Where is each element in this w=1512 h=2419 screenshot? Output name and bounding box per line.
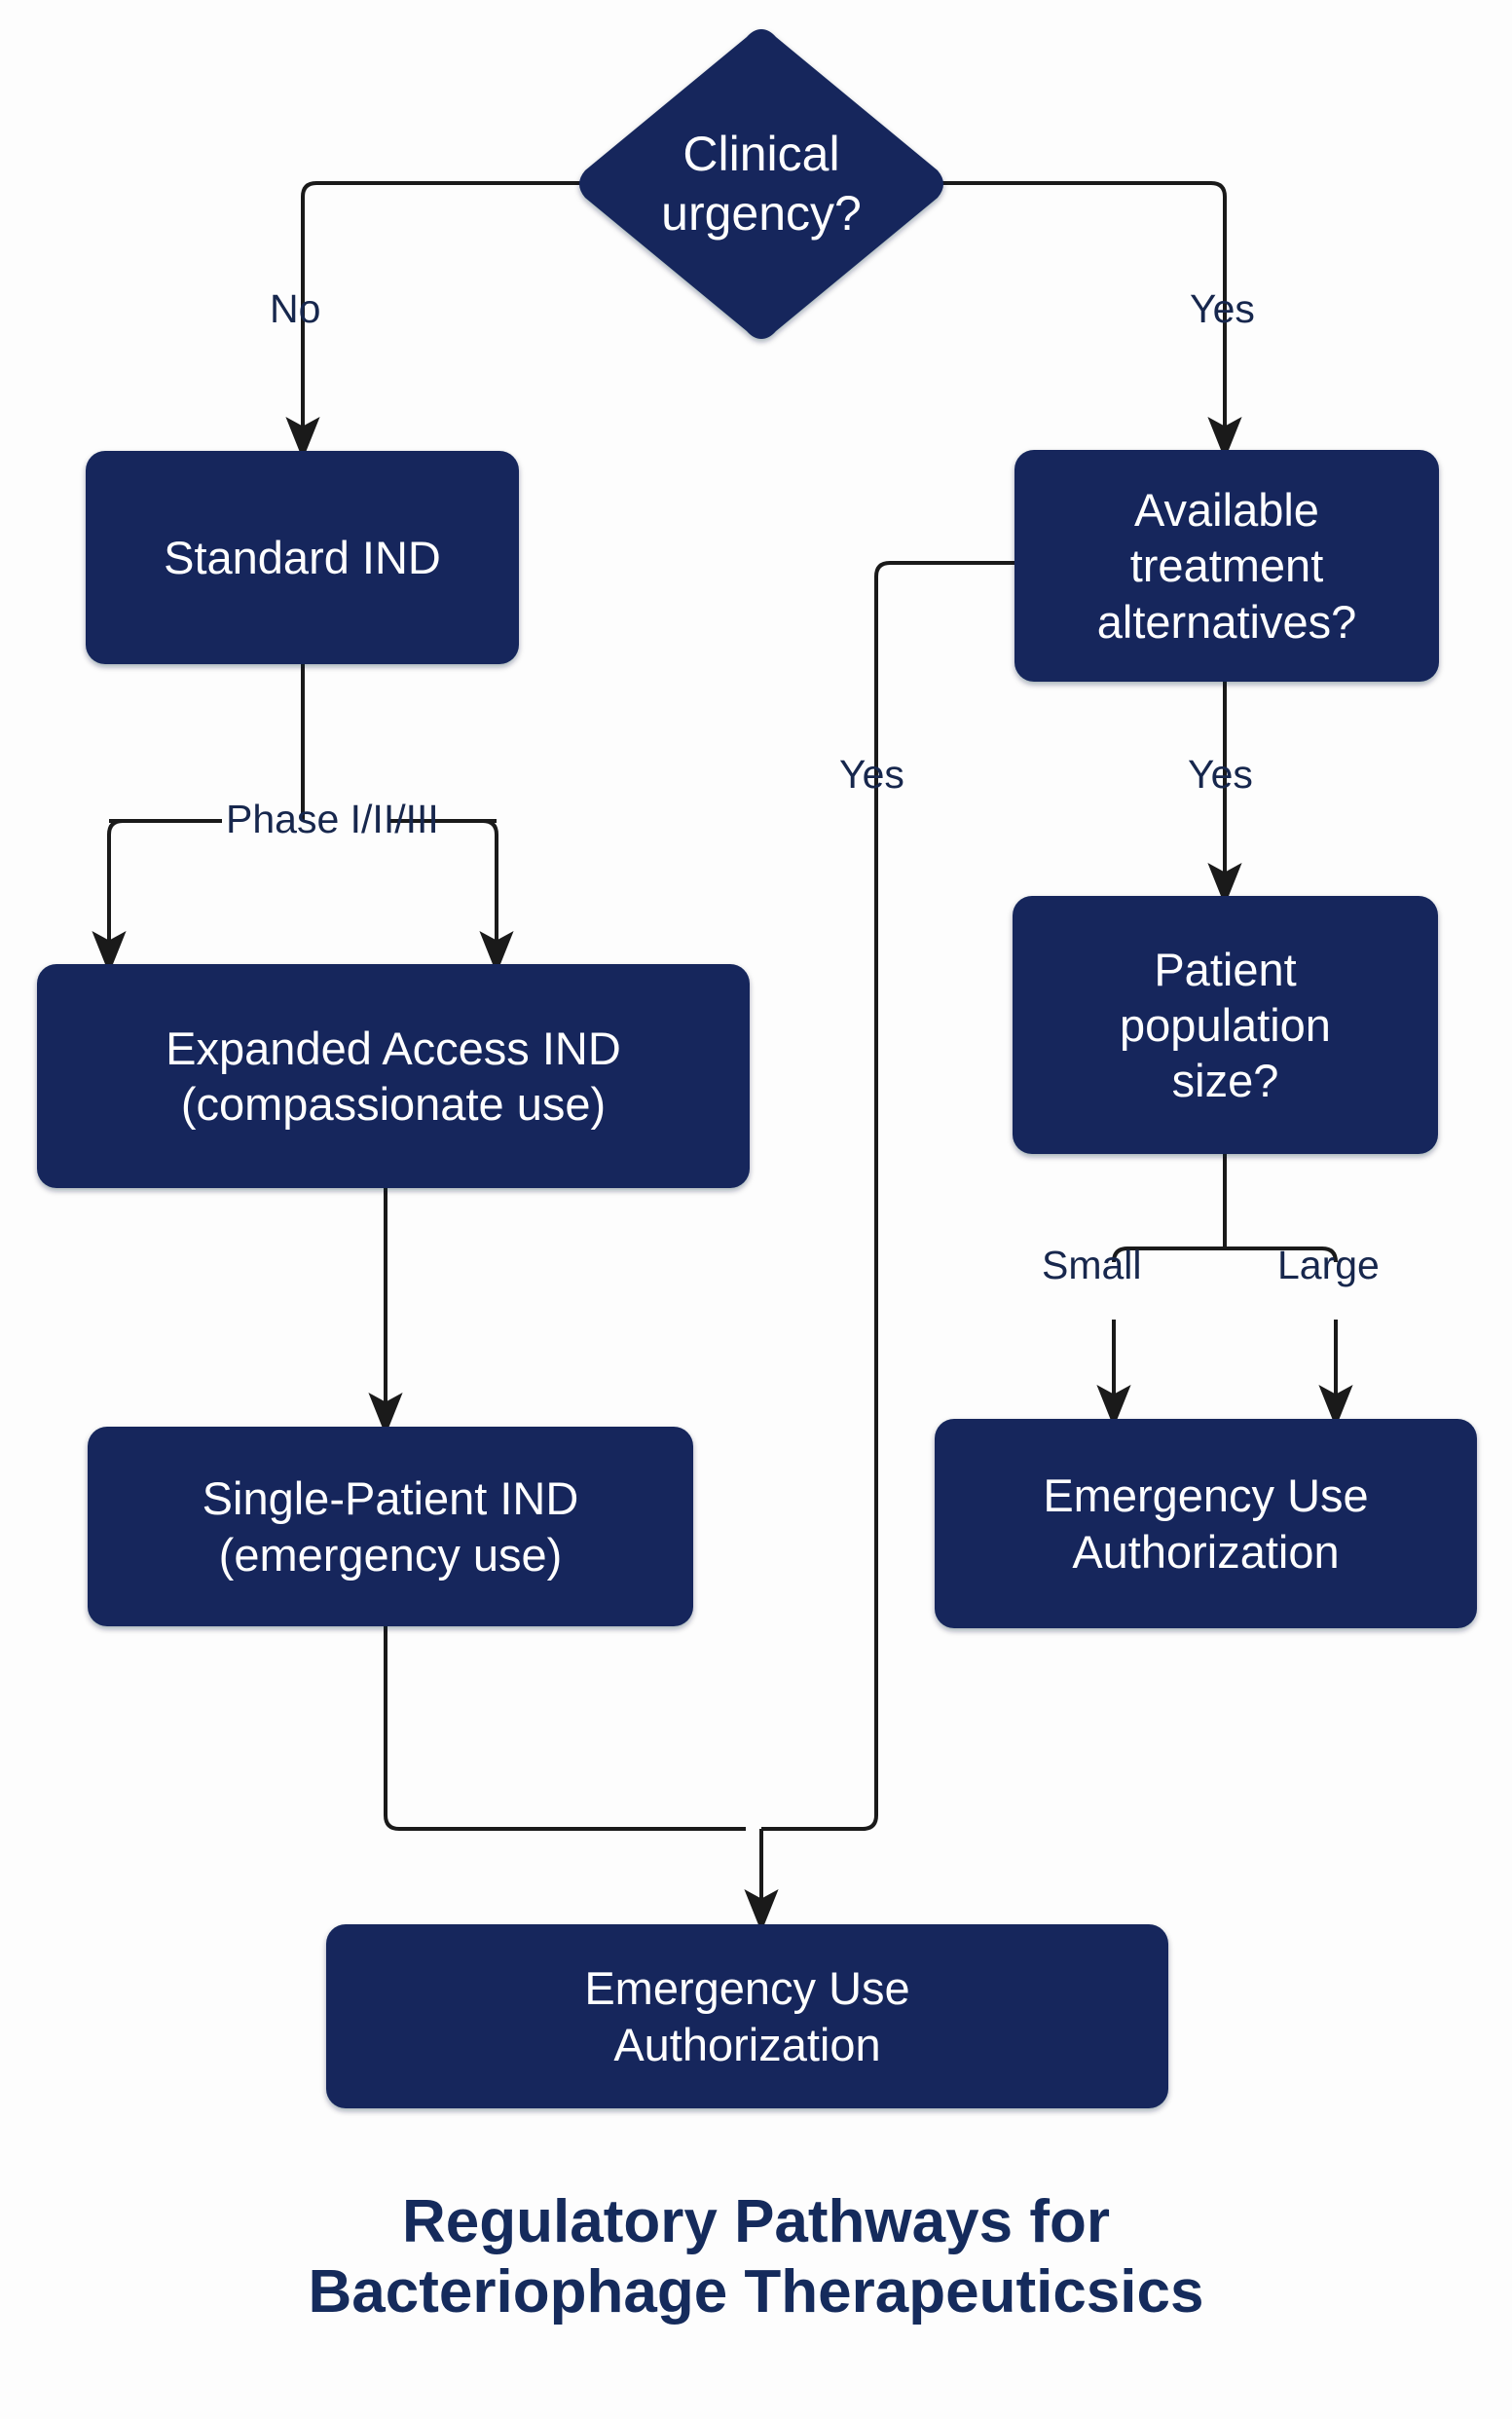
edge-phase-right-drop: [479, 819, 514, 974]
edge-label-no: No: [270, 286, 321, 331]
edge-urgency-to-alternatives: [939, 181, 1242, 460]
edge-urgency-to-standard-ind: [285, 181, 584, 460]
node-standard-ind[interactable]: [86, 451, 519, 664]
edge-label-small: Small: [1042, 1243, 1142, 1287]
edge-alternatives-yes-left-to-collector: [761, 561, 1014, 1831]
node-patient-population[interactable]: [1013, 896, 1438, 1154]
edge-single-patient-to-collector: [384, 1626, 746, 1831]
diagram-title: Regulatory Pathways for Bacteriophage Th…: [308, 2188, 1204, 2326]
edge-label-large: Large: [1277, 1243, 1380, 1287]
edge-label-yes-alt-left: Yes: [839, 752, 904, 797]
node-clinical-urgency[interactable]: [579, 29, 943, 339]
node-eua-right[interactable]: [935, 1419, 1477, 1628]
node-expanded-access-ind[interactable]: [37, 964, 750, 1188]
edge-population-split-bar: [1112, 1247, 1338, 1263]
edge-label-phase: Phase I/II/III: [226, 797, 439, 841]
node-single-patient-ind[interactable]: [88, 1427, 693, 1626]
edge-label-yes: Yes: [1190, 286, 1255, 331]
edge-label-yes-alt-right: Yes: [1188, 752, 1253, 797]
edge-phase-left-drop: [92, 819, 127, 974]
node-eua-bottom[interactable]: [326, 1924, 1168, 2108]
node-available-alternatives[interactable]: [1014, 450, 1439, 682]
